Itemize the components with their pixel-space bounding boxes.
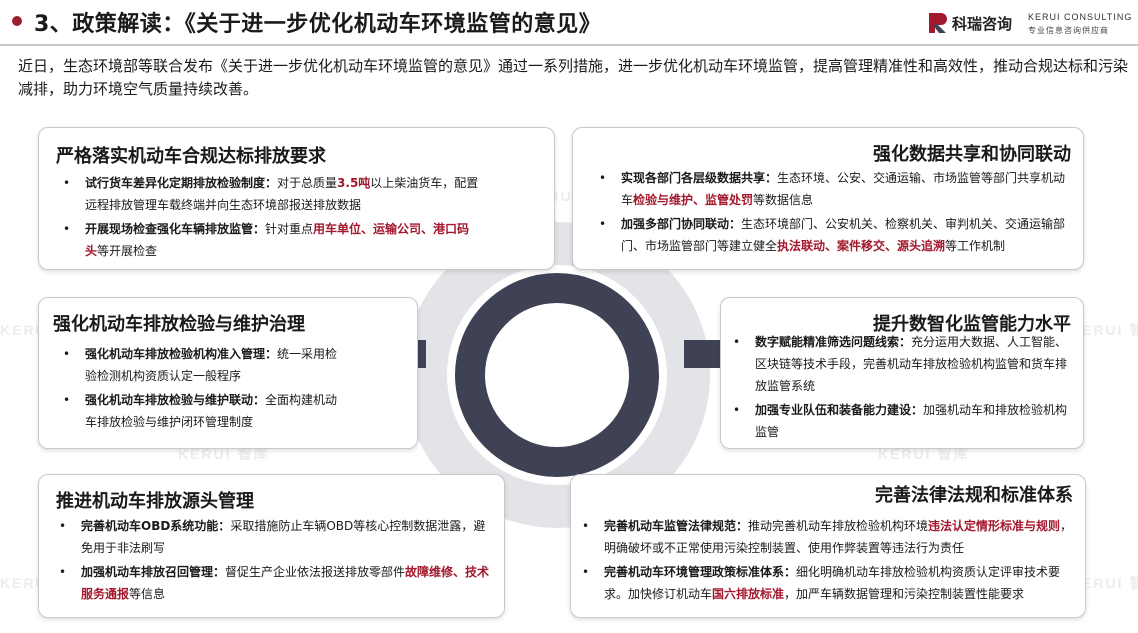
list-item: 完善机动车监管法律规范：推动完善机动车排放检验机构环境违法认定情形标准与规则，明… — [582, 515, 1080, 559]
logo-name-en: KERUI CONSULTING — [1028, 12, 1133, 22]
header-divider — [0, 44, 1138, 46]
title-bullet-dot — [12, 16, 22, 26]
intro-paragraph: 近日，生态环境部等联合发布《关于进一步优化机动车环境监管的意见》通过一系列措施，… — [18, 57, 1129, 98]
card-inspection-maintenance: 强化机动车排放检验与维护治理 强化机动车排放检验机构准入管理：统一采用检验检测机… — [38, 297, 418, 449]
card-title: 强化机动车排放检验与维护治理 — [53, 314, 305, 335]
page-title: 3、政策解读：《关于进一步优化机动车环境监管的意见》 — [34, 12, 602, 37]
card-laws-standards: 完善法律法规和标准体系 完善机动车监管法律规范：推动完善机动车排放检验机构环境违… — [570, 474, 1086, 618]
bullet-list: 数字赋能精准筛选问题线索：充分运用大数据、人工智能、区块链等技术手段，完善机动车… — [733, 331, 1073, 445]
bullet-list: 完善机动车OBD系统功能：采取措施防止车辆OBD等核心控制数据泄露，避免用于非法… — [59, 515, 494, 607]
list-item: 开展现场检查强化车辆排放监管：针对重点用车单位、运输公司、港口码头等开展检查 — [63, 218, 480, 262]
card-compliance-emission: 严格落实机动车合规达标排放要求 试行货车差异化定期排放检验制度：对于总质量3.5… — [38, 127, 555, 270]
bullet-list: 完善机动车监管法律规范：推动完善机动车排放检验机构环境违法认定情形标准与规则，明… — [582, 515, 1080, 607]
card-digital-supervision: 提升数智化监管能力水平 数字赋能精准筛选问题线索：充分运用大数据、人工智能、区块… — [720, 297, 1084, 449]
bullet-list: 试行货车差异化定期排放检验制度：对于总质量3.5吨以上柴油货车，配置远程排放管理… — [63, 172, 480, 264]
list-item: 加强多部门协同联动：生态环境部门、公安机关、检察机关、审判机关、交通运输部门、市… — [599, 213, 1073, 257]
watermark: KERUI 智库 — [1070, 575, 1138, 591]
card-title: 严格落实机动车合规达标排放要求 — [56, 146, 326, 167]
bullet-list: 实现各部门各层级数据共享：生态环境、公安、交通运输、市场监管等部门共享机动车检验… — [599, 167, 1073, 259]
list-item: 数字赋能精准筛选问题线索：充分运用大数据、人工智能、区块链等技术手段，完善机动车… — [733, 331, 1073, 397]
logo-tagline: 专业信息咨询供应商 — [1028, 26, 1109, 35]
header: 3、政策解读：《关于进一步优化机动车环境监管的意见》 科瑞咨询 KERUI CO… — [0, 0, 1138, 46]
center-ring — [455, 273, 659, 477]
list-item: 加强机动车排放召回管理：督促生产企业依法报送排放零部件故障维修、技术服务通报等信… — [59, 561, 494, 605]
card-title: 完善法律法规和标准体系 — [875, 485, 1073, 506]
bullet-list: 强化机动车排放检验机构准入管理：统一采用检验检测机构资质认定一般程序 强化机动车… — [63, 343, 347, 435]
kerui-logo-icon — [929, 13, 947, 33]
list-item: 完善机动车OBD系统功能：采取措施防止车辆OBD等核心控制数据泄露，避免用于非法… — [59, 515, 494, 559]
watermark: KERUI 智库 — [1070, 322, 1138, 338]
card-source-management: 推进机动车排放源头管理 完善机动车OBD系统功能：采取措施防止车辆OBD等核心控… — [38, 474, 505, 618]
card-data-sharing: 强化数据共享和协同联动 实现各部门各层级数据共享：生态环境、公安、交通运输、市场… — [572, 127, 1084, 270]
list-item: 试行货车差异化定期排放检验制度：对于总质量3.5吨以上柴油货车，配置远程排放管理… — [63, 172, 480, 216]
list-item: 强化机动车排放检验与维护联动：全面构建机动车排放检验与维护闭环管理制度 — [63, 389, 347, 433]
watermark: KERUI 智库 — [178, 446, 270, 462]
card-title: 提升数智化监管能力水平 — [873, 314, 1071, 335]
list-item: 实现各部门各层级数据共享：生态环境、公安、交通运输、市场监管等部门共享机动车检验… — [599, 167, 1073, 211]
list-item: 加强专业队伍和装备能力建设：加强机动车和排放检验机构监管 — [733, 399, 1073, 443]
card-title: 强化数据共享和协同联动 — [873, 144, 1071, 165]
list-item: 完善机动车环境管理政策标准体系：细化明确机动车排放检验机构资质认定评审技术要求。… — [582, 561, 1080, 605]
watermark: KERUI 智库 — [878, 446, 970, 462]
card-title: 推进机动车排放源头管理 — [56, 491, 254, 512]
list-item: 强化机动车排放检验机构准入管理：统一采用检验检测机构资质认定一般程序 — [63, 343, 347, 387]
logo-name-cn: 科瑞咨询 — [952, 15, 1013, 33]
